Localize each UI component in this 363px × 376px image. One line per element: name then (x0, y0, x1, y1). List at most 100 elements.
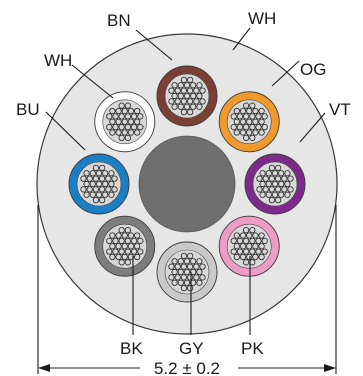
conductor-strand (236, 113, 244, 120)
conductor-strand (168, 98, 175, 105)
conductor-strand (236, 123, 244, 131)
conductor-strand (137, 113, 144, 120)
conductor-strand (233, 232, 240, 239)
conductor-strand (127, 129, 135, 136)
conductor-strand (115, 243, 122, 250)
wire-core-og (218, 91, 280, 153)
conductor-strand (242, 226, 250, 234)
conductor-strand (278, 191, 285, 198)
conductor-strand (261, 248, 268, 255)
conductor-strand (256, 186, 263, 193)
conductor-strand (177, 258, 184, 265)
conductor-strand (137, 237, 144, 245)
conductor-strand (86, 175, 93, 182)
leader-bn (135, 29, 173, 61)
conductor-strand (258, 232, 265, 239)
conductor-strand (268, 175, 276, 182)
conductor-strand (177, 82, 184, 89)
conductor-strand (102, 170, 109, 177)
conductor-strand (190, 82, 197, 89)
conductor-strand (233, 129, 240, 136)
conductor-strand (186, 252, 194, 260)
conductor-strand (261, 237, 268, 245)
conductor-strand (252, 232, 259, 239)
conductor-strand (242, 259, 250, 266)
wire-labels: BN OG VT PK GY BK BU WH WH (16, 9, 351, 358)
conductor-strand (118, 123, 125, 131)
conductor-strand (109, 118, 116, 125)
conductor-strand (186, 76, 194, 84)
conductor-strand (168, 274, 175, 281)
conductor-strand (124, 123, 132, 131)
conductor-strand (196, 268, 203, 276)
conductor-strand (98, 175, 106, 182)
conductor-strand (171, 268, 178, 276)
conductor-strand (230, 123, 237, 131)
conductor-strand (174, 87, 181, 94)
conductor-strand (246, 232, 253, 239)
conductor-strand (109, 107, 116, 115)
conductor-strand (278, 170, 285, 177)
conductor-strand (249, 102, 256, 109)
conductor-strand (109, 129, 116, 136)
wire-core-vt (244, 153, 306, 215)
conductor-strand (130, 123, 138, 131)
conductor-strand (284, 180, 291, 188)
conductor-strand (186, 87, 194, 94)
conductor-strand (98, 186, 106, 193)
conductor-strand (98, 196, 106, 204)
conductor-strand (274, 186, 282, 193)
conductor-strand (106, 123, 113, 131)
conductor-strand (193, 263, 200, 270)
conductor-strand (111, 175, 118, 182)
conductor-strand (171, 92, 178, 100)
conductor-strand (127, 243, 135, 250)
conductor-strand (121, 243, 128, 250)
conductor-strand (124, 113, 132, 120)
conductor-strand (190, 92, 197, 100)
conductor-strand (168, 263, 175, 270)
conductor-strand (278, 180, 285, 188)
conductor-strand (134, 107, 141, 115)
conductor-strand (287, 186, 294, 193)
conductor-strand (124, 226, 132, 234)
conductor-strand (255, 237, 262, 245)
conductor-strand (118, 259, 125, 266)
conductor-strand (83, 191, 90, 198)
conductor-strand (127, 107, 135, 115)
conductor-strand (118, 226, 125, 234)
leader-bu (45, 111, 86, 151)
conductor-strand (177, 92, 184, 100)
wire-core-gy (156, 241, 218, 303)
conductor-strand (242, 248, 250, 255)
conductor-strand (92, 164, 100, 172)
conductor-strand (261, 123, 268, 131)
conductor-strand (233, 118, 240, 125)
conductor-strand (134, 253, 141, 261)
conductor-strand (196, 92, 203, 100)
conductor-strand (180, 274, 188, 281)
leader-lines (45, 27, 326, 335)
conductor-strand (230, 237, 237, 245)
conductor-strand (124, 248, 132, 255)
conductor-strand (183, 279, 191, 286)
conductor-strand (249, 134, 256, 142)
conductor-strand (89, 170, 96, 177)
leader-vt (299, 112, 326, 143)
conductor-strand (180, 87, 188, 94)
conductor-strand (98, 164, 106, 172)
label-sheath-wh: WH (248, 9, 276, 28)
conductor-strand (287, 175, 294, 182)
conductor-strand (95, 170, 103, 177)
conductor-strand (199, 274, 206, 281)
conductor-strand (130, 237, 138, 245)
label-vt: VT (329, 100, 351, 119)
conductor-strand (281, 186, 288, 193)
conductor-strand (134, 232, 141, 239)
conductor-strand (274, 196, 282, 204)
conductor-strand (174, 98, 181, 105)
conductor-strand (174, 263, 181, 270)
conductor-strand (186, 108, 194, 116)
wire-core-bn (156, 65, 218, 127)
